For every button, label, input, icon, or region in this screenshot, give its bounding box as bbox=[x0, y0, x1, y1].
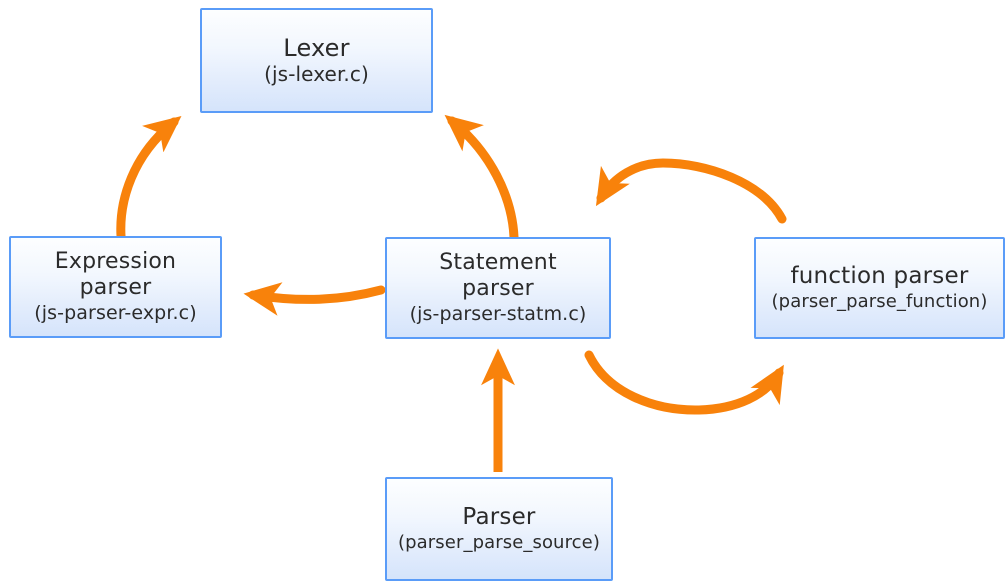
node-parser-title: Parser bbox=[462, 504, 536, 531]
node-statement-parser-title: Statement bbox=[439, 250, 557, 276]
node-expression-parser-title: Expression bbox=[54, 249, 177, 275]
node-parser-subtitle: (parser_parse_source) bbox=[398, 532, 600, 554]
node-statement-parser[interactable]: Statement parser (js-parser-statm.c) bbox=[385, 237, 611, 339]
edge-statement-to-function bbox=[584, 350, 784, 415]
node-statement-parser-subtitle: (js-parser-statm.c) bbox=[409, 303, 587, 326]
node-expression-parser-title-line2: parser bbox=[79, 275, 152, 301]
node-expression-parser[interactable]: Expression parser (js-parser-expr.c) bbox=[9, 236, 222, 338]
node-function-parser-title: function parser bbox=[790, 263, 969, 290]
node-statement-parser-title-line2: parser bbox=[462, 276, 534, 302]
node-function-parser[interactable]: function parser (parser_parse_function) bbox=[754, 237, 1005, 339]
edge-expression-to-lexer bbox=[116, 115, 182, 241]
edge-statement-to-expression bbox=[243, 282, 386, 316]
node-lexer[interactable]: Lexer (js-lexer.c) bbox=[200, 8, 433, 113]
node-lexer-subtitle: (js-lexer.c) bbox=[264, 62, 369, 87]
node-parser[interactable]: Parser (parser_parse_source) bbox=[385, 477, 613, 581]
node-expression-parser-subtitle: (js-parser-expr.c) bbox=[34, 302, 197, 325]
node-lexer-title: Lexer bbox=[283, 34, 350, 63]
node-function-parser-subtitle: (parser_parse_function) bbox=[771, 291, 988, 313]
edge-statement-to-lexer bbox=[444, 114, 519, 242]
edge-function-to-statement bbox=[595, 158, 787, 224]
